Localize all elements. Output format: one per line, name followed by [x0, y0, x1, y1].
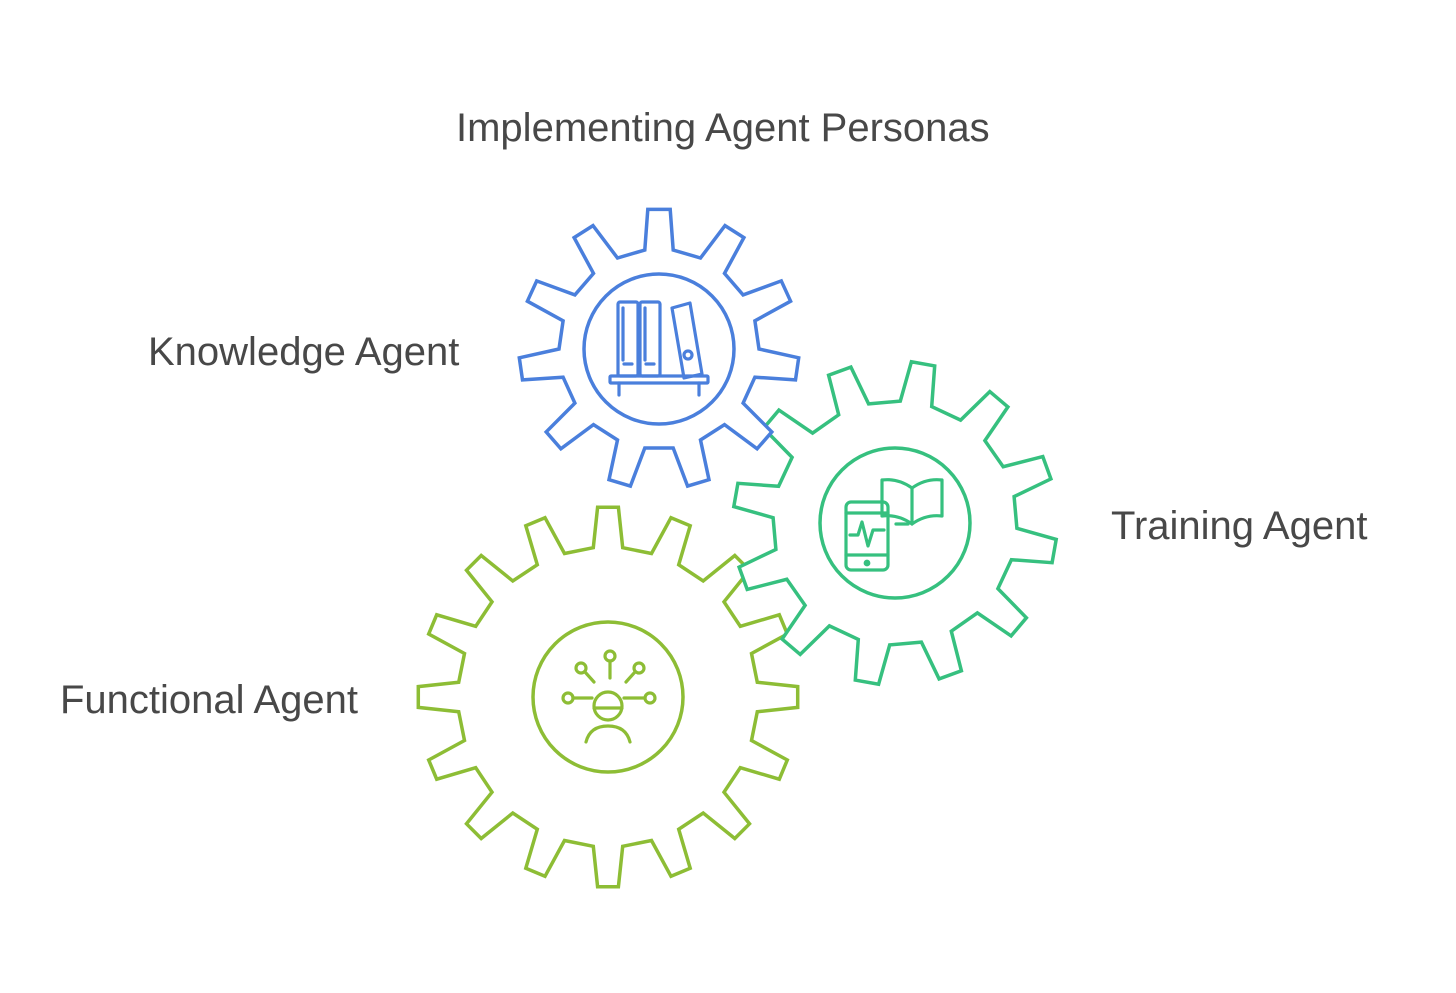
bookshelf-icon: [608, 300, 710, 397]
training-agent-label: Training Agent: [1111, 504, 1368, 548]
connected-person-icon: [561, 649, 657, 744]
mobile-learning-icon: [844, 478, 944, 572]
functional-agent-label: Functional Agent: [60, 678, 358, 722]
gear-knowledge: [517, 207, 801, 489]
gear-training: [731, 359, 1059, 687]
page-title: Implementing Agent Personas: [456, 106, 990, 150]
knowledge-agent-label: Knowledge Agent: [148, 330, 460, 374]
gear-functional: [416, 505, 800, 889]
gear-functional-hub: [531, 620, 685, 774]
